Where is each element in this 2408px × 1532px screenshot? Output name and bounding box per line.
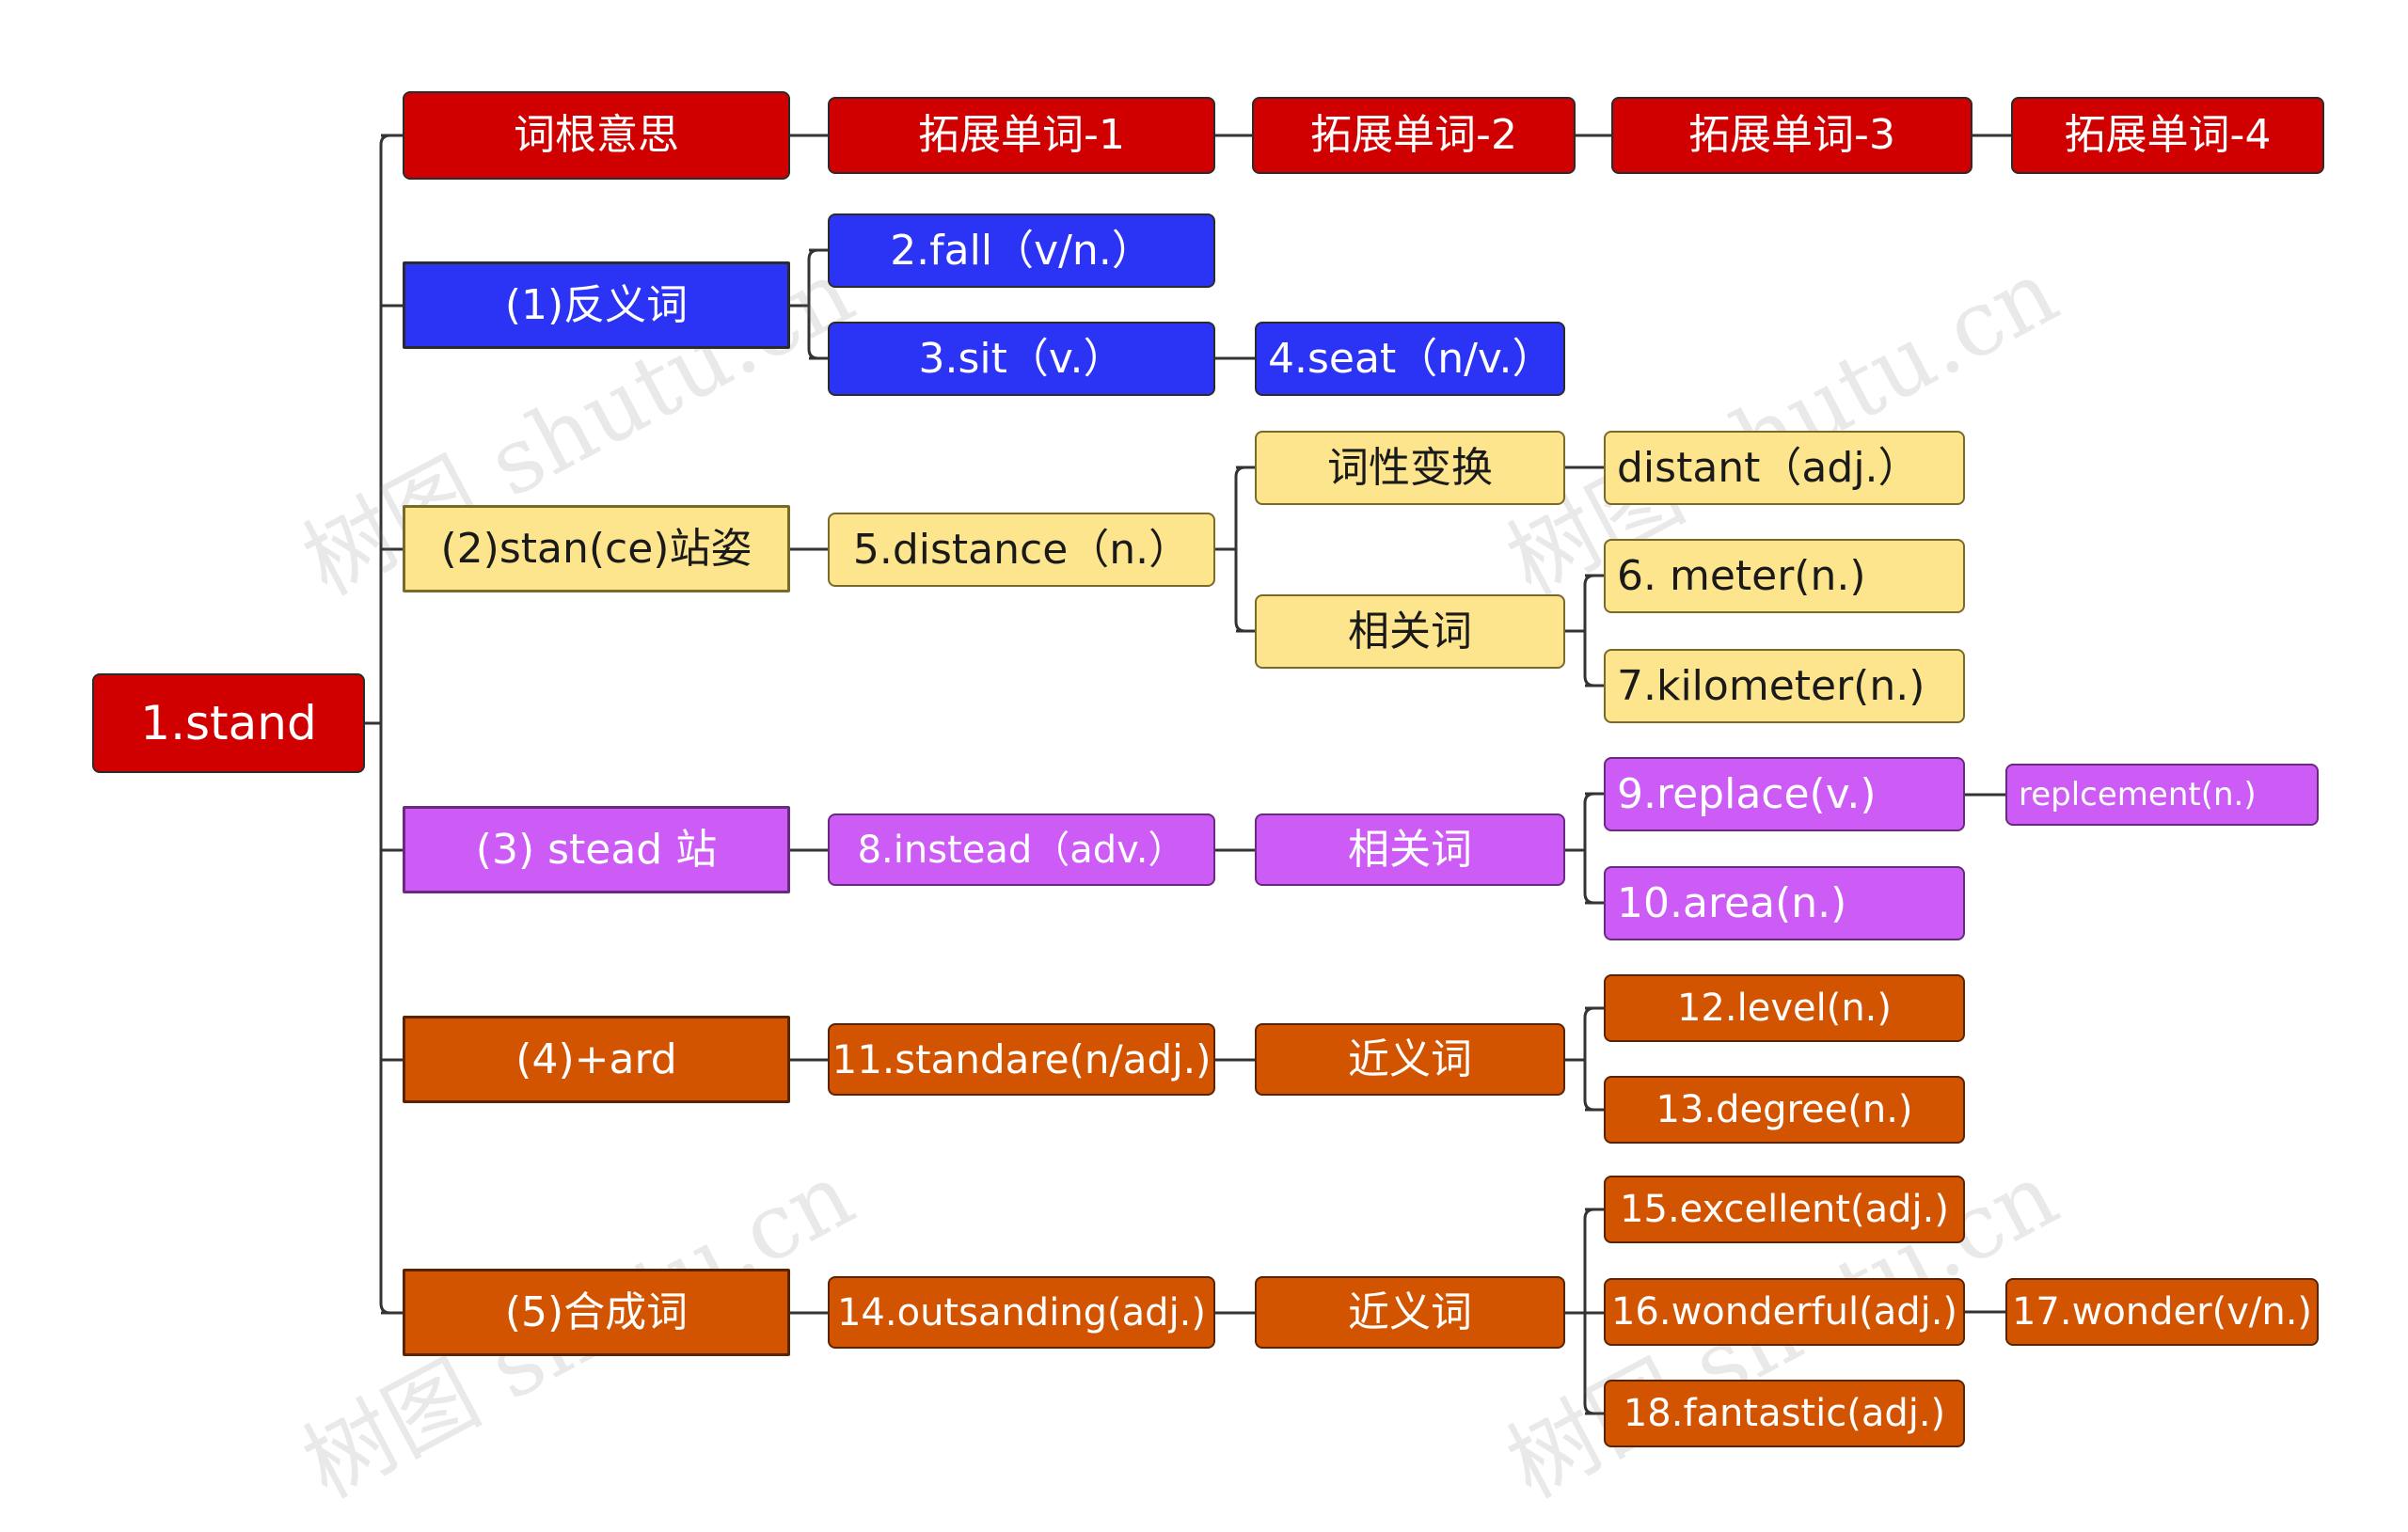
word-sit[interactable]: 3.sit（v.） (828, 322, 1215, 396)
branch-stance[interactable]: (2)stan(ce)站姿 (403, 505, 790, 592)
word-instead[interactable]: 8.instead（adv.） (828, 813, 1215, 886)
word-excellent[interactable]: 15.excellent(adj.) (1604, 1176, 1965, 1243)
word-fall[interactable]: 2.fall（v/n.） (828, 213, 1215, 288)
connector-line (1583, 1006, 1595, 1112)
root-node[interactable]: 1.stand (92, 673, 365, 773)
connector-line (807, 248, 819, 360)
connector-line (1583, 792, 1595, 905)
word-kilometer[interactable]: 7.kilometer(n.) (1604, 649, 1965, 723)
label-synonyms[interactable]: 近义词 (1255, 1023, 1565, 1096)
header-extend-3[interactable]: 拓展单词-3 (1611, 97, 1972, 174)
word-wonder[interactable]: 17.wonder(v/n.) (2005, 1278, 2319, 1346)
branch-stead[interactable]: (3) stead 站 (403, 806, 790, 893)
header-root-meaning[interactable]: 词根意思 (403, 91, 790, 180)
word-standare[interactable]: 11.standare(n/adj.) (828, 1023, 1215, 1096)
branch-ard[interactable]: (4)+ard (403, 1016, 790, 1103)
word-seat[interactable]: 4.seat（n/v.） (1255, 322, 1565, 396)
label-synonyms[interactable]: 近义词 (1255, 1276, 1565, 1349)
branch-compound-words[interactable]: (5)合成词 (403, 1269, 790, 1356)
word-distant[interactable]: distant（adj.） (1604, 431, 1965, 505)
word-area[interactable]: 10.area(n.) (1604, 866, 1965, 940)
header-extend-2[interactable]: 拓展单词-2 (1252, 97, 1576, 174)
connector-line (379, 134, 391, 1315)
label-part-of-speech-change[interactable]: 词性变换 (1255, 431, 1565, 505)
word-outsanding[interactable]: 14.outsanding(adj.) (828, 1276, 1215, 1349)
word-degree[interactable]: 13.degree(n.) (1604, 1076, 1965, 1144)
connector-line (1583, 574, 1595, 687)
word-level[interactable]: 12.level(n.) (1604, 974, 1965, 1042)
word-replacement[interactable]: replcement(n.) (2005, 764, 2319, 826)
word-fantastic[interactable]: 18.fantastic(adj.) (1604, 1380, 1965, 1447)
label-related-words[interactable]: 相关词 (1255, 594, 1565, 669)
branch-antonyms[interactable]: (1)反义词 (403, 261, 790, 349)
label-related-words[interactable]: 相关词 (1255, 813, 1565, 886)
word-meter[interactable]: 6. meter(n.) (1604, 539, 1965, 613)
header-extend-4[interactable]: 拓展单词-4 (2011, 97, 2324, 174)
word-replace[interactable]: 9.replace(v.) (1604, 757, 1965, 831)
connector-line (1234, 466, 1246, 633)
word-distance[interactable]: 5.distance（n.） (828, 513, 1215, 587)
word-wonderful[interactable]: 16.wonderful(adj.) (1604, 1278, 1965, 1346)
header-extend-1[interactable]: 拓展单词-1 (828, 97, 1215, 174)
